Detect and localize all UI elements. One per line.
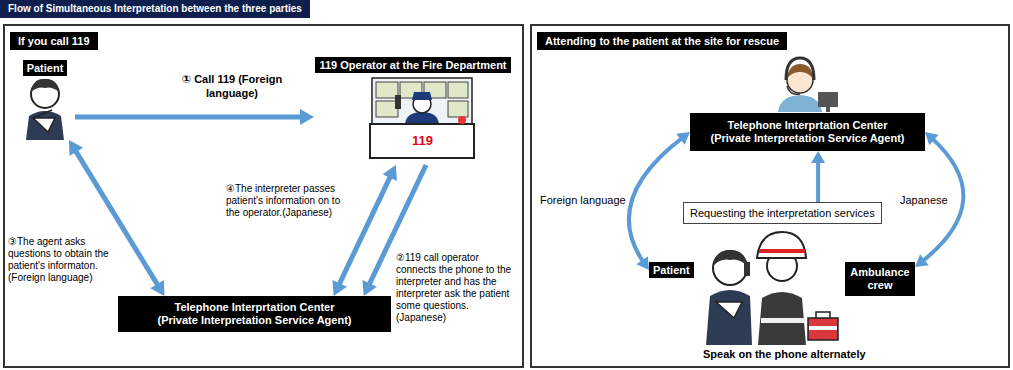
interpreter-art-part [778,95,822,112]
arrow-head [383,165,397,181]
rescue-scene-art-part [713,250,747,266]
patient-figure-art-part [33,118,55,132]
rescue-scene-art-part [809,326,837,330]
patient-figure-art [26,79,64,140]
operator-station-art-part [412,92,432,100]
connector-line [629,137,683,263]
patient-figure-art-part [31,79,59,92]
rescue-scene-art-part [761,318,805,323]
title-bar: Flow of Simultaneous Interpretation betw… [0,0,310,18]
arrow-head [915,254,929,267]
interpretation-center-box: Telephone Interprtation Center (Private … [118,296,391,332]
role-label: Patient [23,60,68,76]
interpretation-center-box: Telephone Interprtation Center (Private … [690,113,925,151]
connector-line [338,174,392,287]
rescue-scene-art-part [808,318,838,340]
box-label: Telephone Interprtation Center (Private … [708,119,907,145]
operator-station-art-part [370,124,474,158]
role-label: 119 Operator at the Fire Department [315,57,510,73]
rescue-scene-art [706,232,838,345]
arrow-head [300,109,314,125]
rescue-scene-art-part [816,312,830,318]
arrow-head [150,280,164,296]
box-label: Ambulance crew [849,266,911,292]
rescue-scene-art-part [716,302,742,318]
edge-label: Foreign language [540,194,626,207]
operator-station-art-part [376,82,398,98]
arrow-head [362,280,376,296]
desk-number: 119 [411,133,434,149]
rescue-scene-art-part [757,232,806,258]
arrow-head [69,140,83,156]
arrow-head [925,132,939,145]
edge-label: ④The interpreter passes patient's inform… [226,183,344,219]
ambulance-crew-box: Ambulance crew [845,262,915,296]
connector-line [75,115,304,120]
arrow-head [811,151,825,163]
connector-arrow [75,109,314,125]
rescue-scene-art-part [758,292,806,345]
connector-line [816,159,820,202]
patient-tag: Patient [649,262,694,278]
operator-station-art-part [448,101,468,117]
patient-figure-art-part [33,110,52,118]
patient-node: Patient [15,58,75,140]
panel-heading: Attending to the patient at the site for… [537,32,787,50]
arrow-head [332,280,346,296]
box-label: Telephone Interprtation Center (Private … [155,301,354,327]
rescue-scene-art-part [706,290,752,345]
interpreter-art-part [826,107,830,112]
connector-arrow [811,151,825,202]
caption-note: Speak on the phone alternately [703,348,866,361]
interpreter-art [778,58,838,112]
box-label: Requesting the interpretation services [690,206,875,220]
operator-station-art-part [458,116,466,124]
operator-station-art-part [395,95,401,109]
operator-station-art [370,78,474,158]
patient-figure-art-part [26,111,64,140]
interpreter-art-part [787,64,813,78]
request-box: Requesting the interpretation services [683,202,882,224]
connector-arrow [629,132,690,270]
edge-label: ① Call 119 (Foreign language) [176,72,288,100]
rescue-scene-art-part [713,251,747,285]
rescue-scene-art-part [744,262,750,276]
interpreter-art-part [787,86,800,94]
role-label: Patient [653,263,690,277]
edge-label: Japanese [900,194,948,207]
arrow-head [676,132,690,145]
interpreter-art-part [786,58,814,80]
rescue-scene-art-part [759,249,805,253]
edge-label: ③The agent asks questions to obtain the … [8,236,112,284]
operator-station-art-part [376,101,398,117]
interpreter-art-part [818,92,838,107]
operator-station-art-part [448,82,468,98]
edge-label: ②119 call operator connects the phone to… [396,252,514,324]
arrow-head [636,256,649,270]
panel-heading: If you call 119 [10,32,98,50]
